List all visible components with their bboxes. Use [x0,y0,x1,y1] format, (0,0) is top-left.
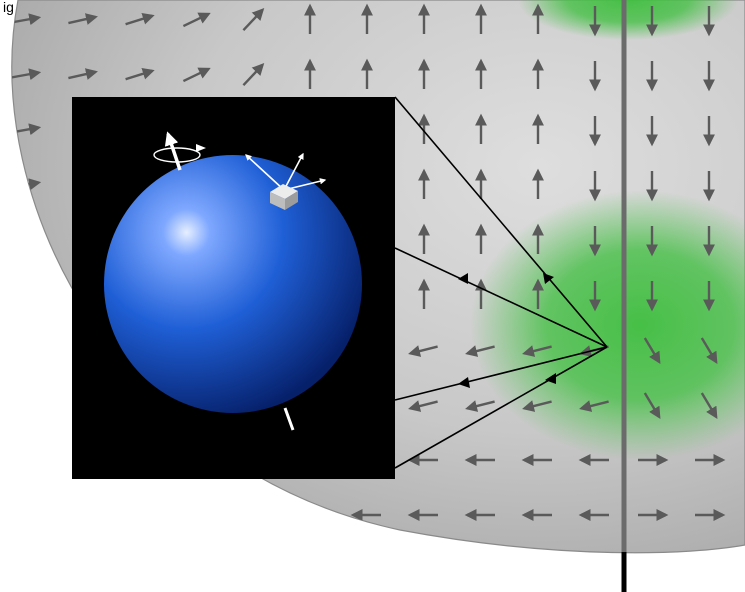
arrow-icon [465,345,495,357]
arrow-icon [465,400,495,412]
arrow-icon [242,63,265,87]
arrow-icon [182,67,211,83]
arrow-icon [11,345,39,357]
arrow-icon [522,400,552,412]
corner-text: ig [3,0,14,15]
arrow-icon [11,400,39,412]
arrow-icon [11,233,42,246]
arrow-icon [408,400,438,412]
arrow-icon [68,13,98,25]
ray-arrowheads [458,273,556,388]
arrow-icon [700,337,718,365]
arrow-icon [643,392,661,420]
arrow-icon [242,8,265,32]
arrow-icon [125,67,155,81]
green-glow-lower [470,190,745,460]
arrow-icon [68,68,98,80]
arrow-icon [700,392,718,420]
spin-axis-lower [283,407,295,431]
arrow-icon [408,345,438,357]
arrow-icon [522,345,552,357]
arrow-icon [11,68,42,81]
arrow-icon [11,288,42,301]
green-glow-upper [518,0,738,40]
arrow-icon [579,400,609,412]
planet [104,155,362,413]
arrow-icon [11,13,42,26]
ray-lines [394,96,608,469]
arrow-icon [182,12,211,28]
cube-icon [270,184,298,210]
rotation-arrow-icon [153,131,206,171]
arrow-icon [643,337,661,365]
arrow-icon [125,12,155,26]
